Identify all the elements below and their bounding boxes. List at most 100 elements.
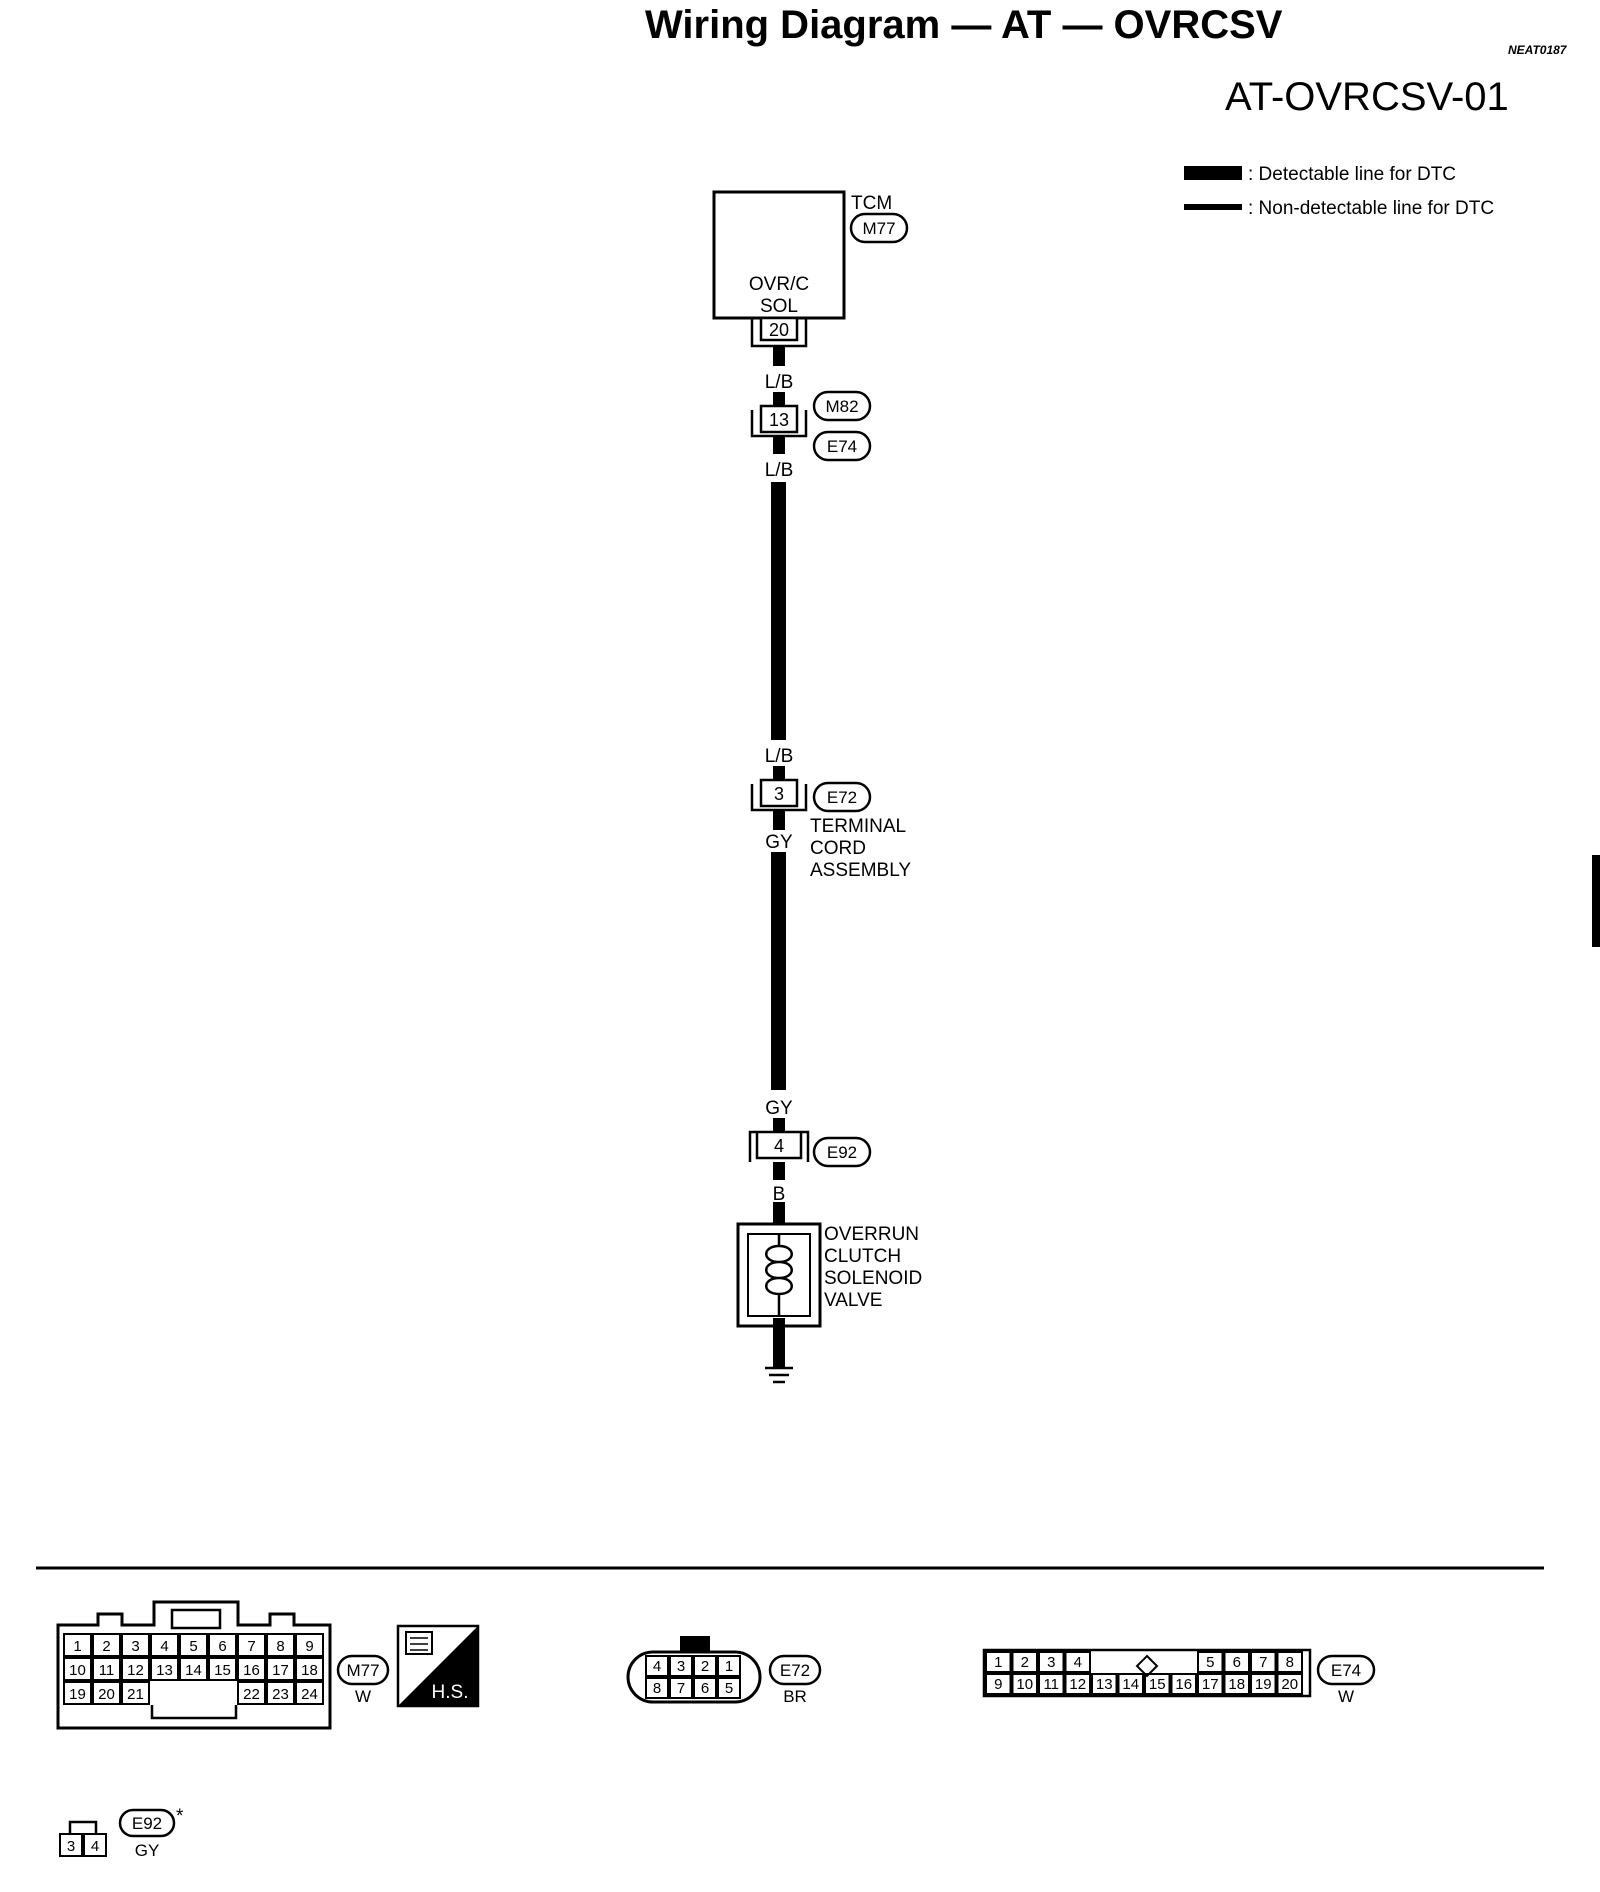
connector-pin-cell xyxy=(1064,1651,1091,1673)
connector-pin-number: 8 xyxy=(653,1680,661,1697)
connector-pin-cell xyxy=(92,1681,121,1705)
wire-color-4: GY xyxy=(765,832,793,853)
connector-pin: 13 xyxy=(1091,1673,1118,1695)
e72-housing xyxy=(626,1650,762,1704)
joint-connector-id-top: M82 xyxy=(825,397,858,416)
connector-pin: 7 xyxy=(669,1677,693,1699)
m77-key xyxy=(150,1705,238,1720)
harness-side-icon xyxy=(405,1631,433,1655)
cord-terminal-number: 3 xyxy=(774,784,784,804)
cord-label-3: ASSEMBLY xyxy=(810,860,911,881)
joint-connector-oval-bottom xyxy=(812,430,872,462)
connector-pin: 15 xyxy=(1144,1673,1171,1695)
connector-pin-number: 1 xyxy=(725,1658,733,1675)
connector-pin: 6 xyxy=(1223,1651,1250,1673)
connector-pin-number: 6 xyxy=(218,1638,226,1655)
valve-label-4: VALVE xyxy=(824,1290,882,1311)
e74-id: E74 xyxy=(1331,1661,1361,1680)
connector-pin-cell xyxy=(121,1657,150,1681)
solenoid-coil-icon xyxy=(765,1234,793,1316)
connector-pin-cell xyxy=(1223,1651,1250,1673)
connector-pin-number: 14 xyxy=(185,1662,202,1679)
connector-pin-number: 2 xyxy=(701,1658,709,1675)
overrun-clutch-solenoid-valve: OVERRUN CLUTCH SOLENOID VALVE xyxy=(736,1222,922,1328)
joint-connector-id-bottom: E74 xyxy=(827,437,857,456)
connector-pin-cell xyxy=(1117,1673,1144,1695)
connector-pin-cell xyxy=(150,1657,179,1681)
connector-pin: 8 xyxy=(645,1677,669,1699)
tcm-terminal-box xyxy=(759,316,799,342)
connector-pin-number: 3 xyxy=(1047,1654,1055,1671)
connector-pin-cell xyxy=(1064,1673,1091,1695)
connector-pin-cell xyxy=(1011,1651,1038,1673)
e92-latch xyxy=(68,1820,98,1834)
connector-pin: 12 xyxy=(121,1657,150,1681)
valve-terminal-box xyxy=(755,1130,803,1160)
valve-label-1: OVERRUN xyxy=(824,1224,919,1245)
tcm-connector-oval xyxy=(849,212,909,244)
connector-pin-cell xyxy=(645,1655,669,1677)
connector-pin-cell xyxy=(1250,1651,1277,1673)
connector-pin-number: 7 xyxy=(677,1680,685,1697)
connector-pin: 7 xyxy=(237,1633,266,1657)
wire-segment-4 xyxy=(771,482,786,740)
connector-pin-number: 12 xyxy=(127,1662,144,1679)
tcm-block: TCM M77 OVR/C SOL 20 xyxy=(712,190,909,348)
valve-terminal-number: 4 xyxy=(774,1136,784,1156)
connector-pin-number: 8 xyxy=(276,1638,284,1655)
m77-latch xyxy=(170,1608,222,1630)
e92-id: E92 xyxy=(132,1814,162,1833)
harness-lines xyxy=(771,346,786,1368)
connector-pin-cell xyxy=(1197,1673,1224,1695)
connector-pin-cell xyxy=(295,1633,324,1657)
connector-pin-cell xyxy=(63,1633,92,1657)
tcm-connector-id: M77 xyxy=(862,219,895,238)
connector-pin-number: 5 xyxy=(189,1638,197,1655)
e74-color: W xyxy=(1338,1687,1354,1706)
connector-pin: 23 xyxy=(266,1681,295,1705)
e74-housing xyxy=(982,1648,1312,1698)
joint-terminal-number: 13 xyxy=(769,410,789,430)
connector-pin: 19 xyxy=(63,1681,92,1705)
connector-pin-cell xyxy=(295,1657,324,1681)
connector-pin: 9 xyxy=(295,1633,324,1657)
connector-pin-cell xyxy=(693,1655,717,1677)
connector-pin: 10 xyxy=(63,1657,92,1681)
connector-pin: 24 xyxy=(295,1681,324,1705)
connector-pin-cell xyxy=(693,1677,717,1699)
tcm-name: TCM xyxy=(851,193,892,214)
connector-pin-number: 14 xyxy=(1122,1676,1139,1693)
tcm-pin-label-1: OVR/C xyxy=(749,274,809,295)
connector-pin: 6 xyxy=(208,1633,237,1657)
connector-pin-cell xyxy=(1144,1673,1171,1695)
connector-pin-cell xyxy=(59,1833,83,1857)
connector-pin: 1 xyxy=(985,1651,1012,1673)
connector-pin: 11 xyxy=(1038,1673,1065,1695)
connector-pin: 4 xyxy=(1064,1651,1091,1673)
connector-pin-cell xyxy=(1170,1673,1197,1695)
connector-pin-cell xyxy=(208,1657,237,1681)
connector-pin: 15 xyxy=(208,1657,237,1681)
e74-key-diamond xyxy=(1135,1654,1159,1678)
connector-pin-cell xyxy=(1038,1673,1065,1695)
legend: : Detectable line for DTC : Non-detectab… xyxy=(1184,164,1494,219)
valve-connector-oval xyxy=(812,1136,872,1168)
valve-label-2: CLUTCH xyxy=(824,1246,901,1267)
joint-terminal-box xyxy=(759,404,799,434)
connector-pin-number: 8 xyxy=(1286,1654,1294,1671)
connector-pin-cell xyxy=(1276,1651,1303,1673)
e72-id-oval xyxy=(768,1654,822,1686)
connector-pin-number: 7 xyxy=(1259,1654,1267,1671)
m77-color: W xyxy=(355,1687,371,1706)
wire-segment-5 xyxy=(773,766,785,780)
connector-pin-number: 21 xyxy=(127,1686,144,1703)
connector-pin-cell xyxy=(63,1681,92,1705)
valve-outer-box xyxy=(736,1222,822,1328)
connector-pin: 17 xyxy=(1197,1673,1224,1695)
connector-pin-number: 2 xyxy=(1021,1654,1029,1671)
connector-pin-cell xyxy=(121,1633,150,1657)
